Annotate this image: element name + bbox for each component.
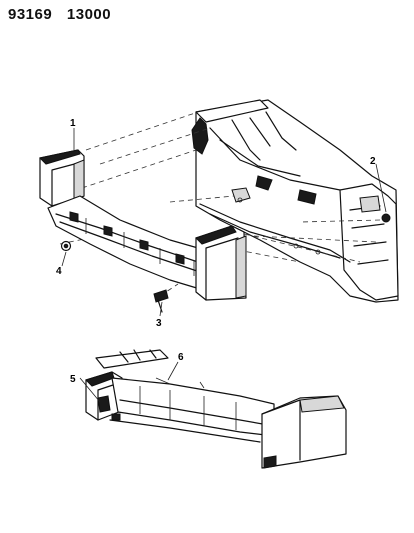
diagram-code-left: 93169	[8, 6, 53, 23]
right-bumper-end-cap	[195, 225, 247, 301]
fastener-4	[60, 240, 72, 252]
callout-3: 3	[156, 318, 162, 329]
callout-1: 1	[70, 118, 76, 129]
callout-5: 5	[70, 374, 76, 385]
callout-2: 2	[370, 156, 376, 167]
diagram-code-right: 13000	[66, 6, 112, 23]
callout-6: 6	[178, 352, 184, 363]
callout-4: 4	[56, 266, 62, 277]
diagram-header: 93169 13000	[8, 6, 121, 23]
lower-bumper-assembly	[79, 349, 347, 469]
left-bumper-end-cap	[38, 149, 85, 207]
fastener-3	[153, 289, 169, 313]
callout-leaders	[61, 128, 387, 317]
alignment-dashed-lines	[59, 111, 381, 297]
